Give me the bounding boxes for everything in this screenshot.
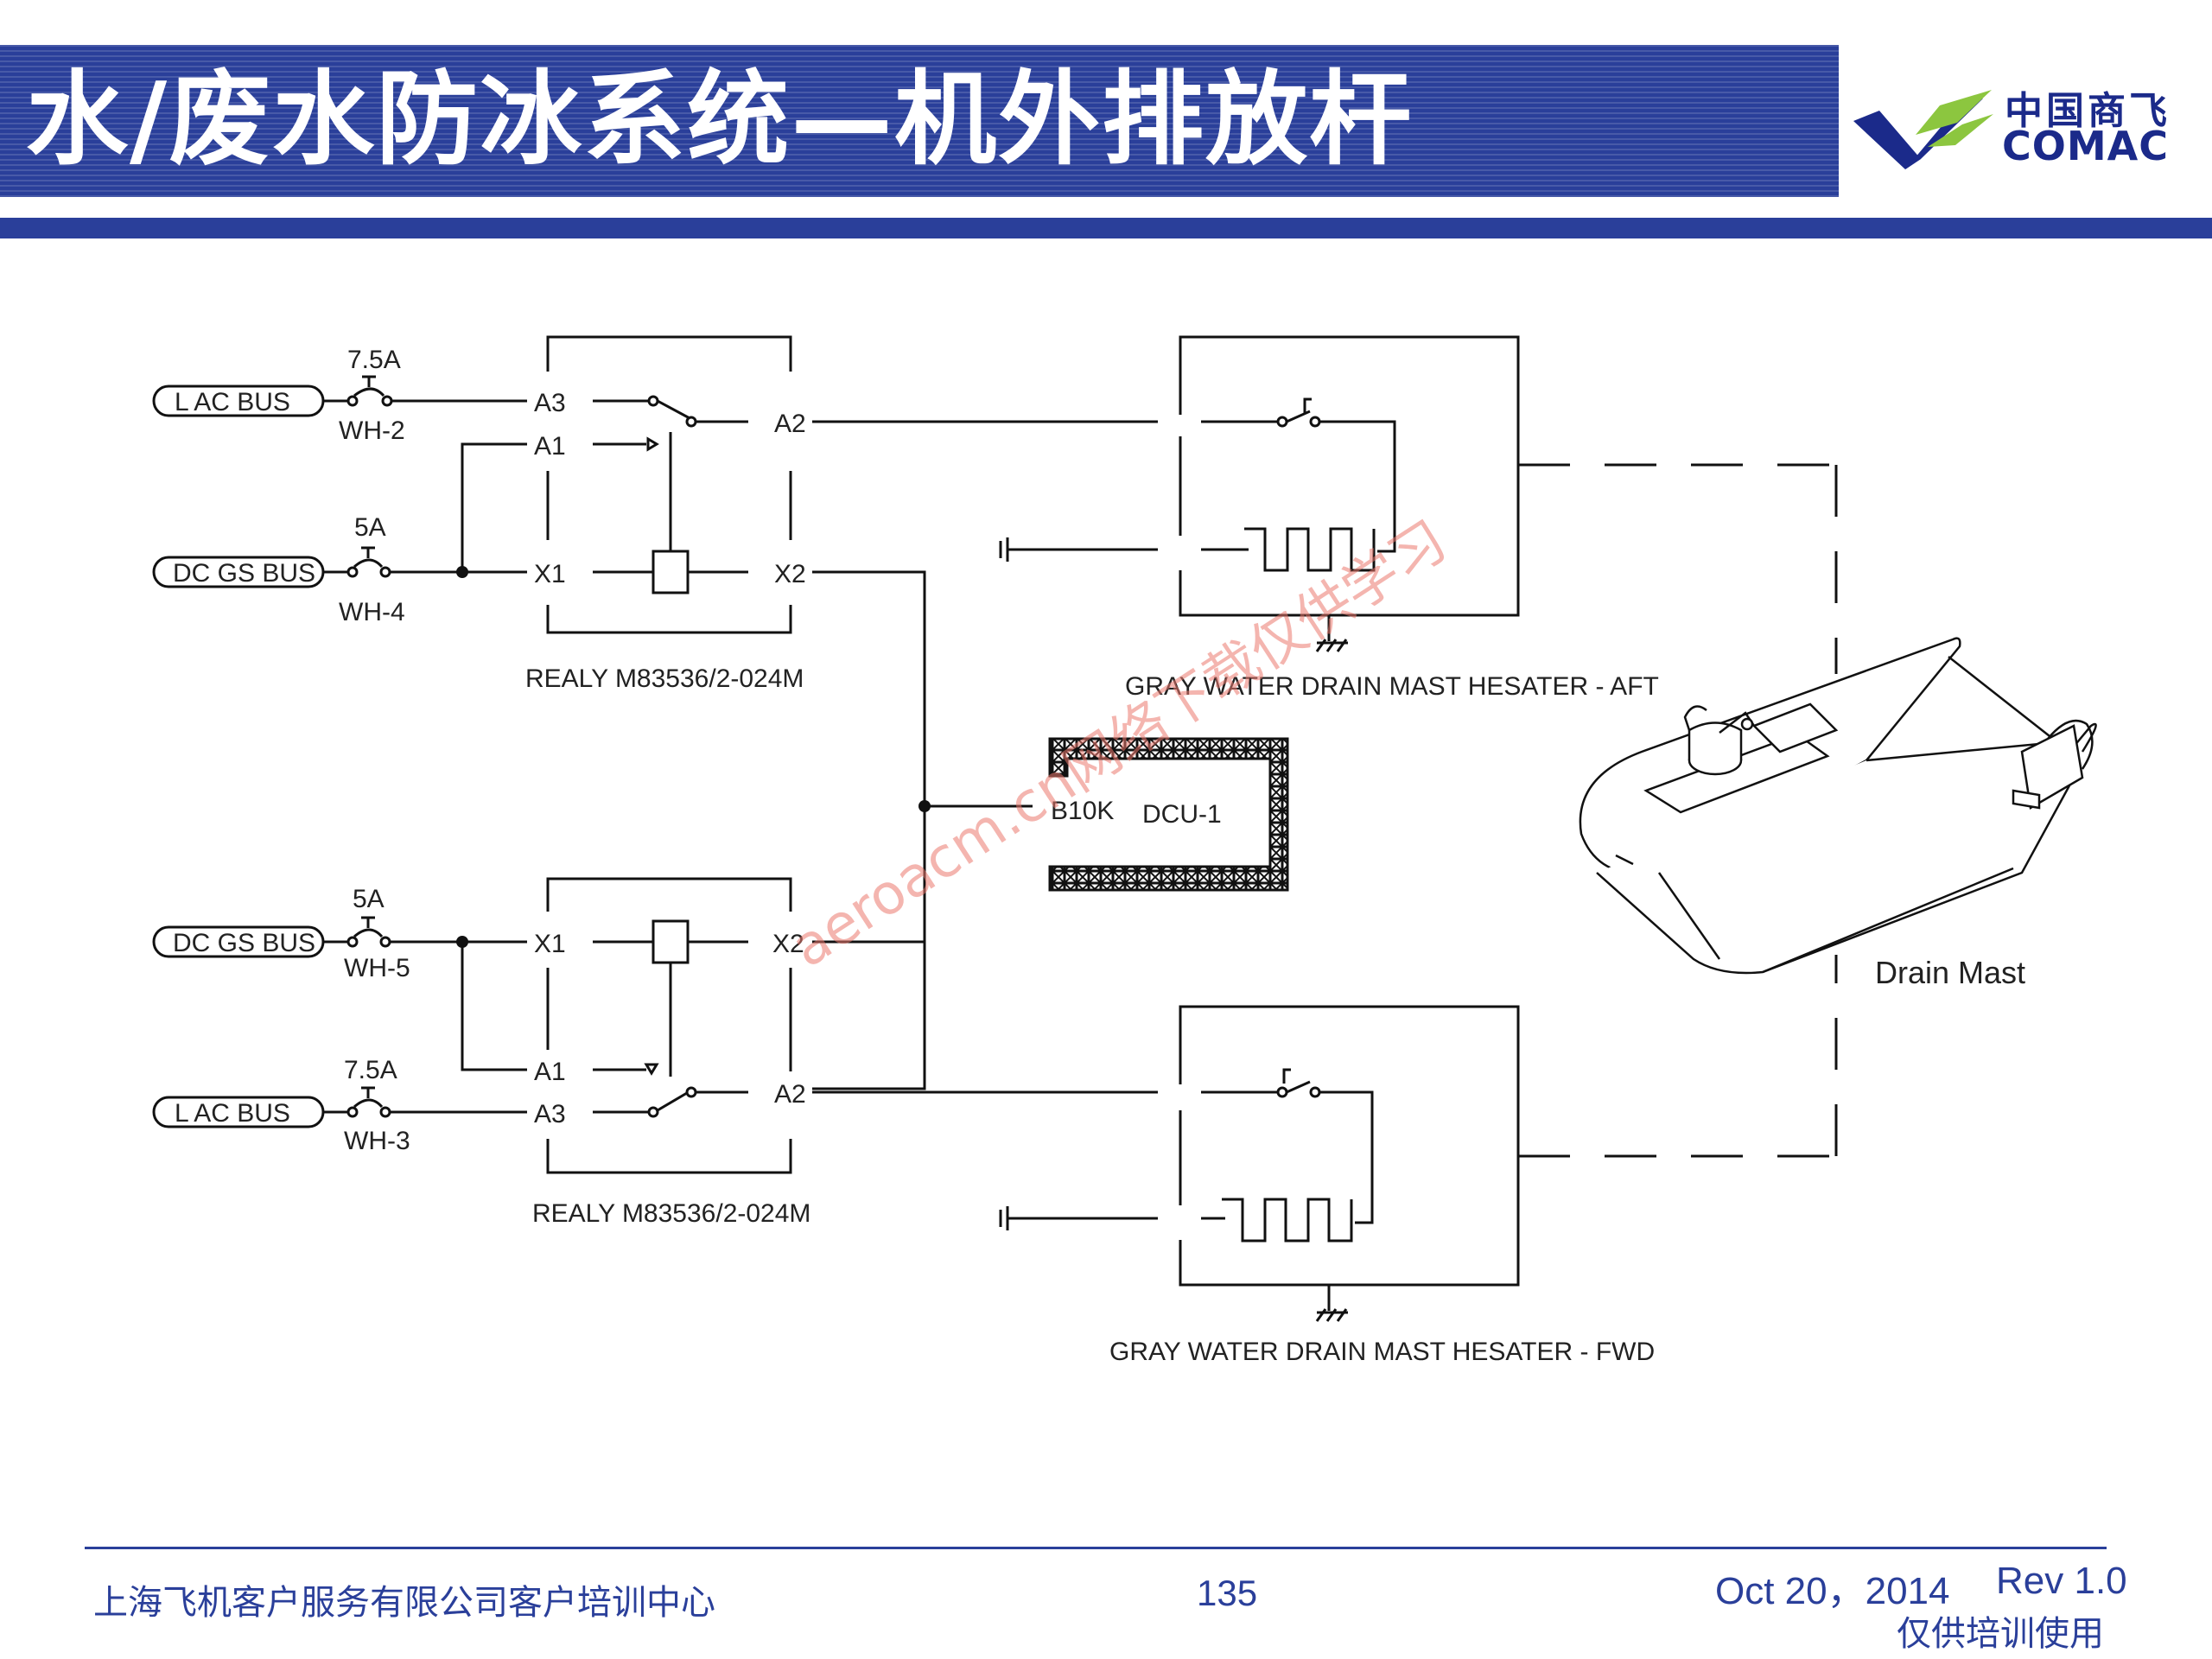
- relay-label: REALY M83536/2-024M: [532, 1199, 810, 1228]
- dcu-pin-label: B10K: [1051, 797, 1114, 825]
- relay-pin: X1: [534, 560, 566, 588]
- breaker-wh-5: [323, 916, 527, 948]
- footer-note: 仅供培训使用: [1897, 1614, 2104, 1654]
- heater-box-aft: [999, 335, 1838, 674]
- relay-pin: A2: [774, 1080, 806, 1109]
- relay-pin: X1: [534, 930, 566, 958]
- heater-label: GRAY WATER DRAIN MAST HESATER - FWD: [1109, 1338, 1655, 1366]
- breaker-rating: 5A: [354, 513, 386, 542]
- breaker-wh-4: [323, 546, 527, 578]
- breaker-wh-2: [323, 375, 527, 407]
- bus-label: DC GS BUS: [173, 929, 315, 957]
- title-band: 水/废水防冰系统—机外排放杆: [0, 45, 1839, 197]
- heater-box-fwd: [999, 955, 1838, 1322]
- footer-date: Oct 20，2014: [1715, 1570, 1950, 1612]
- lower-circuit: DC GS BUS L AC BUS 5A WH-5 7.5A WH-3: [152, 877, 1838, 1366]
- bus-label: L AC BUS: [175, 1099, 290, 1128]
- relay-pin: A1: [534, 432, 566, 461]
- footer-rule: [85, 1547, 2107, 1549]
- drain-mast-illustration: [1579, 637, 2097, 975]
- relay-pin: X2: [774, 560, 806, 588]
- relay-pin: A3: [534, 389, 566, 417]
- comac-logo: 中国商飞 COMAC: [1853, 79, 2199, 192]
- dcu-connector: B10K DCU-1: [1048, 737, 1289, 892]
- breaker-id: WH-5: [344, 954, 410, 982]
- relay-pin: X2: [772, 930, 804, 958]
- bus-label: DC GS BUS: [173, 559, 315, 588]
- header-rule: [0, 218, 2212, 238]
- heater-label: GRAY WATER DRAIN MAST HESATER - AFT: [1125, 672, 1659, 701]
- breaker-id: WH-3: [344, 1127, 410, 1155]
- logo-text-en: COMAC: [2002, 123, 2169, 169]
- relay-pin: A2: [774, 410, 806, 438]
- relay-pin: A1: [534, 1058, 566, 1086]
- breaker-rating: 7.5A: [344, 1056, 397, 1084]
- footer-org: 上海飞机客户服务有限公司客户培训中心: [93, 1583, 715, 1623]
- breaker-id: WH-4: [339, 598, 405, 626]
- upper-circuit: L AC BUS DC GS BUS 7.5A WH-2 5A WH-4: [152, 335, 1838, 1090]
- comac-logo-mark-icon: [1853, 90, 1993, 169]
- breaker-rating: 7.5A: [347, 346, 401, 374]
- drain-mast-label: Drain Mast: [1875, 955, 2025, 990]
- page-title: 水/废水防冰系统—机外排放杆: [26, 60, 1414, 179]
- relay-label: REALY M83536/2-024M: [525, 664, 804, 693]
- logo-text-cn: 中国商飞: [2005, 89, 2171, 133]
- bus-label: L AC BUS: [175, 388, 290, 416]
- breaker-rating: 5A: [353, 885, 385, 913]
- footer-revision: Rev 1.0: [1996, 1560, 2127, 1602]
- relay-pin: A3: [534, 1100, 566, 1128]
- breaker-wh-3: [323, 1086, 527, 1118]
- relay-box-lower: [546, 877, 792, 1174]
- relay-box-upper: [546, 335, 792, 634]
- dcu-name-label: DCU-1: [1142, 800, 1222, 829]
- header: 水/废水防冰系统—机外排放杆 中国商飞 COMAC: [0, 45, 2212, 238]
- footer-page-number: 135: [1197, 1573, 1258, 1613]
- breaker-id: WH-2: [339, 416, 405, 445]
